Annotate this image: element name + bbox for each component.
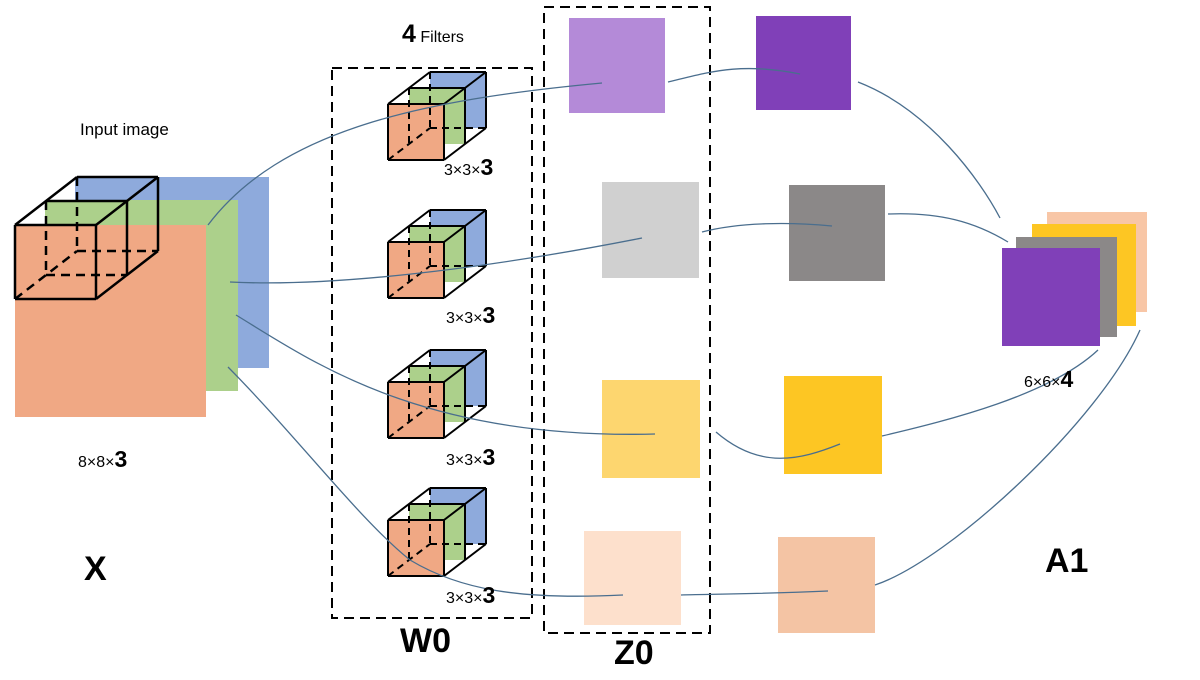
connection-line-10 (887, 213, 1009, 243)
w0-label: W0 (400, 622, 451, 660)
activation-square-1 (756, 16, 851, 110)
z0-square-3 (602, 380, 700, 478)
filter-cube-1 (387, 71, 487, 161)
filter-2-dims-depth: 3 (482, 302, 496, 328)
z0-squares (569, 18, 700, 625)
w0-group-box (331, 67, 533, 619)
filter-4-dims-depth: 3 (482, 582, 496, 608)
input-dims-depth: 3 (114, 446, 128, 472)
input-slice-red (15, 225, 206, 417)
connection-line-4 (227, 366, 624, 597)
connection-line-3 (235, 314, 656, 435)
filter-3-dims: 3×3×3 (446, 444, 495, 471)
output-slice-4 (1002, 248, 1100, 346)
filter-3-dims-depth: 3 (482, 444, 496, 470)
filter-2-dims-prefix: 3×3× (446, 310, 483, 327)
input-dims-prefix: 8×8× (78, 454, 115, 471)
output-dims-prefix: 6×6× (1024, 374, 1061, 391)
filters-count: 4 (402, 20, 416, 48)
filter-cube-2 (387, 209, 487, 299)
input-volume (13, 175, 269, 417)
filter-cube-3 (387, 349, 487, 439)
filters-heading: 4 Filters (402, 20, 464, 49)
output-label: A1 (1045, 542, 1089, 580)
activation-square-4 (778, 537, 875, 633)
filters-word: Filters (420, 29, 464, 46)
filter-cube-4 (387, 487, 487, 577)
connection-line-12 (874, 329, 1141, 586)
input-receptive-cube (13, 175, 160, 301)
filter-slice-red (388, 520, 444, 576)
connection-line-2 (229, 237, 643, 284)
connection-line-1 (207, 82, 603, 226)
connection-line-5 (667, 67, 801, 83)
filter-1-dims-depth: 3 (480, 154, 494, 180)
z0-group-box (543, 6, 711, 634)
filter-slice-red (388, 104, 444, 160)
connection-lines (207, 67, 1141, 597)
z0-label: Z0 (614, 634, 654, 672)
filter-1-dims: 3×3×3 (444, 154, 493, 181)
input-dims: 8×8×3 (78, 446, 127, 473)
filter-cube-edges (387, 349, 487, 439)
connection-line-7 (715, 431, 841, 459)
filter-cubes (387, 71, 487, 577)
filter-2-dims: 3×3×3 (446, 302, 495, 329)
activation-squares (756, 16, 885, 633)
activation-square-3 (784, 376, 882, 474)
connection-line-11 (881, 349, 1099, 437)
connection-line-8 (680, 590, 829, 596)
output-dims-depth: 4 (1060, 366, 1074, 392)
z0-square-4 (584, 531, 681, 625)
connection-line-9 (857, 81, 1001, 219)
filter-cube-edges (387, 71, 487, 161)
filter-1-dims-prefix: 3×3× (444, 162, 481, 179)
output-stack (1002, 212, 1147, 346)
input-caption: Input image (80, 120, 169, 139)
z0-square-2 (602, 182, 699, 278)
filter-4-dims-prefix: 3×3× (446, 590, 483, 607)
filter-3-dims-prefix: 3×3× (446, 452, 483, 469)
activation-square-2 (789, 185, 885, 281)
input-label: X (84, 550, 107, 588)
filter-4-dims: 3×3×3 (446, 582, 495, 609)
filter-slice-red (388, 242, 444, 298)
connection-line-6 (701, 222, 833, 233)
output-dims: 6×6×4 (1024, 366, 1073, 393)
z0-square-1 (569, 18, 665, 113)
